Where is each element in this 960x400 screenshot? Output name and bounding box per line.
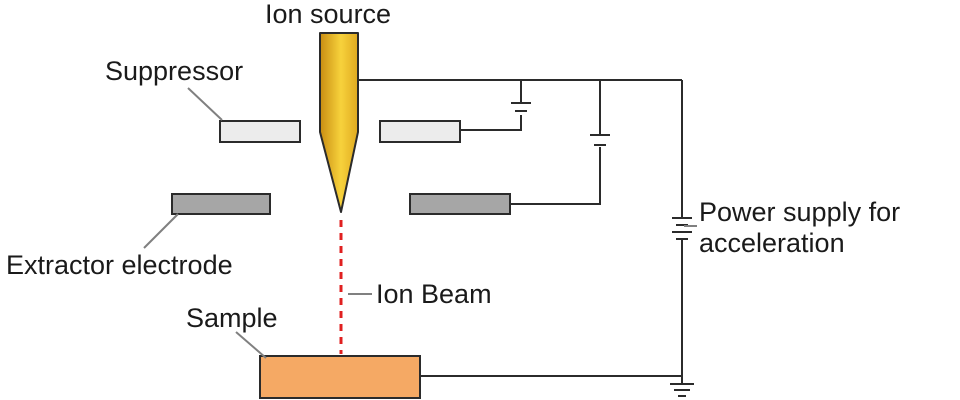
sample-block [259, 355, 421, 399]
ground-icon [670, 383, 694, 397]
ion-beam-label: Ion Beam [376, 279, 492, 309]
wire-extractor-branch [510, 80, 601, 205]
ion-source-label: Ion source [265, 0, 391, 29]
extractor-electrode-right [409, 193, 511, 215]
battery-extractor-icon [590, 134, 610, 146]
suppressor-label: Suppressor [105, 56, 243, 86]
wire-suppressor-branch [460, 80, 522, 131]
suppressor-electrode-left [219, 120, 301, 143]
power-supply-label-line2: acceleration [699, 228, 845, 258]
ion-source-tip-icon [319, 32, 359, 213]
battery-acceleration-icon [672, 217, 692, 240]
suppressor-electrode-right [379, 120, 461, 143]
suppressor-leader-line [187, 87, 223, 121]
battery-suppressor-icon [511, 102, 531, 112]
sample-label: Sample [186, 303, 278, 333]
extractor-leader-line [143, 213, 179, 249]
extractor-electrode-label: Extractor electrode [6, 250, 233, 280]
sample-leader-line [235, 331, 267, 359]
power-supply-label-line1: Power supply for [699, 197, 900, 227]
circuit-wiring [358, 79, 683, 384]
extractor-electrode-left [171, 193, 271, 215]
